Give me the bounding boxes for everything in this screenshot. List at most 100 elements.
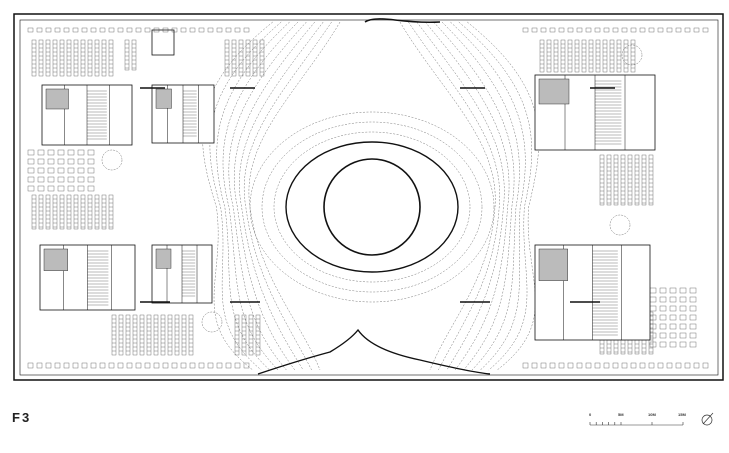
north-arrow-icon xyxy=(701,412,714,426)
scale-label-0: 0 xyxy=(589,412,592,417)
desk-row xyxy=(606,154,612,206)
chair xyxy=(693,362,700,369)
desk-row xyxy=(101,194,107,230)
chair xyxy=(603,362,610,369)
chair xyxy=(558,362,565,369)
desk-row xyxy=(259,39,265,77)
chair xyxy=(621,27,628,33)
bottom-curve xyxy=(257,328,491,375)
chair xyxy=(90,27,97,33)
chair xyxy=(666,362,673,369)
chair xyxy=(576,362,583,369)
contour-line xyxy=(222,21,520,371)
chair xyxy=(585,362,592,369)
chair xyxy=(648,27,655,33)
desk-row xyxy=(59,39,65,77)
chair xyxy=(144,362,151,369)
chair xyxy=(649,341,657,348)
desk-row xyxy=(641,154,647,206)
chair xyxy=(669,341,677,348)
chair xyxy=(67,176,75,183)
chair xyxy=(27,167,35,174)
chair xyxy=(669,287,677,294)
furniture xyxy=(27,27,709,369)
chair xyxy=(689,296,697,303)
chair xyxy=(57,158,65,165)
chair xyxy=(77,149,85,156)
chair xyxy=(234,362,241,369)
chair xyxy=(27,362,34,369)
contour-line xyxy=(244,21,500,371)
scale-bar xyxy=(589,422,684,426)
desk-row xyxy=(627,154,633,206)
desk-row xyxy=(38,39,44,77)
core xyxy=(534,74,656,151)
scale-label-10: 10M xyxy=(648,412,656,417)
desk-row xyxy=(245,39,251,77)
chair xyxy=(47,149,55,156)
desk-row xyxy=(620,154,626,206)
chair xyxy=(47,167,55,174)
desk-row xyxy=(87,194,93,230)
desk-row xyxy=(131,39,137,71)
scale-label-15: 15M xyxy=(678,412,686,417)
chair xyxy=(27,27,34,33)
chair xyxy=(87,167,95,174)
contour-line xyxy=(209,21,532,371)
service-cores xyxy=(39,29,656,341)
contour-line xyxy=(248,21,496,371)
chair xyxy=(679,332,687,339)
chair xyxy=(207,27,214,33)
chair xyxy=(702,362,709,369)
chair xyxy=(47,176,55,183)
chair xyxy=(135,362,142,369)
chair xyxy=(679,314,687,321)
chair xyxy=(540,362,547,369)
chair xyxy=(99,27,106,33)
chair xyxy=(216,362,223,369)
chair xyxy=(37,158,45,165)
desk-row xyxy=(94,39,100,77)
chair xyxy=(669,296,677,303)
chair xyxy=(57,149,65,156)
chair xyxy=(63,27,70,33)
chair xyxy=(679,305,687,312)
chair xyxy=(37,149,45,156)
chair xyxy=(659,296,667,303)
chair xyxy=(57,185,65,192)
chair xyxy=(669,314,677,321)
chair xyxy=(54,27,61,33)
chair xyxy=(612,362,619,369)
chair xyxy=(679,323,687,330)
chair xyxy=(77,158,85,165)
desk-row xyxy=(52,194,58,230)
chair xyxy=(87,185,95,192)
chair xyxy=(108,27,115,33)
chair xyxy=(243,27,250,33)
chair xyxy=(675,362,682,369)
chair xyxy=(689,341,697,348)
core xyxy=(39,244,136,311)
chair xyxy=(67,149,75,156)
chair xyxy=(67,158,75,165)
chair xyxy=(108,362,115,369)
chair xyxy=(27,149,35,156)
chair xyxy=(540,27,547,33)
chair xyxy=(648,362,655,369)
chair xyxy=(684,362,691,369)
chair xyxy=(531,362,538,369)
desk-row xyxy=(613,154,619,206)
round-seating xyxy=(101,149,123,171)
contour-ring xyxy=(273,131,471,283)
chair xyxy=(87,149,95,156)
chair xyxy=(689,305,697,312)
desk-row xyxy=(634,154,640,206)
chair xyxy=(81,362,88,369)
chair xyxy=(621,362,628,369)
chair xyxy=(657,362,664,369)
chair xyxy=(612,27,619,33)
desk-row xyxy=(73,194,79,230)
chair xyxy=(585,27,592,33)
desk-row xyxy=(45,39,51,77)
chair xyxy=(126,27,133,33)
